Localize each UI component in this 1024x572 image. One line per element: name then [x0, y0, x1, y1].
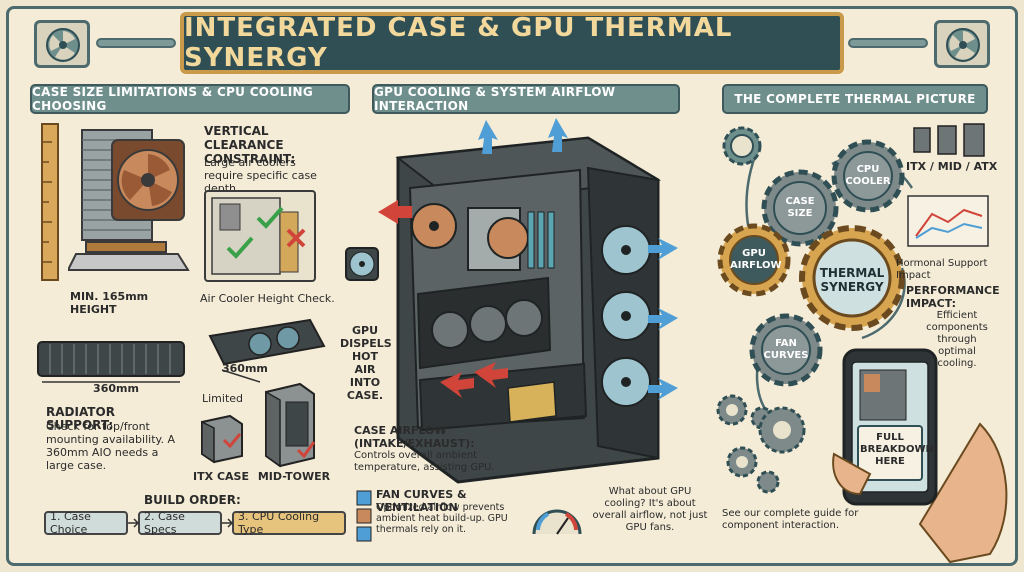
mid-tower-label: MID-TOWER	[257, 470, 331, 483]
panel-header-middle: GPU COOLING & SYSTEM AIRFLOW INTERACTION	[372, 84, 680, 114]
radiator-title: RADIATOR SUPPORT:	[46, 405, 115, 432]
panel-header-right-label: THE COMPLETE THERMAL PICTURE	[734, 92, 976, 106]
radiator-size-label-b: 360mm	[222, 362, 268, 375]
airflow-text: Controls overall ambient temperature, as…	[354, 450, 495, 473]
build-step-1: 1. Case Choice	[44, 510, 128, 536]
gear-thermal-synergy-label: THERMAL SYNERGY	[819, 266, 885, 294]
gear-fan-curves-label: FAN CURVES	[763, 338, 809, 361]
radiator-horizontal	[37, 341, 185, 383]
height-ruler	[41, 123, 59, 281]
build-order-label: BUILD ORDER:	[144, 493, 241, 507]
title-banner: INTEGRATED CASE & GPU THERMAL SYNERGY	[180, 12, 844, 74]
impact-note: Hormonal Support Impact	[896, 258, 988, 281]
guide-text: See our complete guide for component int…	[722, 508, 859, 531]
height-check-illustration	[211, 197, 306, 275]
gauge-icon	[532, 509, 582, 535]
case-sizes-label: ITX / MID / ATX	[906, 160, 998, 173]
gear-gpu-airflow-label: GPU AIRFLOW	[730, 248, 782, 271]
pc-case-illustration	[378, 118, 678, 484]
panel-header-right: THE COMPLETE THERMAL PICTURE	[722, 84, 988, 114]
airflow-title: CASE AIRFLOW (INTAKE/EXHAUST):	[354, 424, 475, 450]
gpu-question: What about GPU cooling? It's about overa…	[592, 486, 708, 533]
build-step-3: 3. CPU Cooling Type	[232, 510, 346, 536]
phone-hand-illustration	[832, 348, 1008, 564]
radiator-text: Check for top/front mounting availabilit…	[46, 420, 175, 472]
gear-cpu-cooler-label: CPU COOLER	[845, 164, 891, 187]
fan-curves-text: Optimized airflow prevents ambient heat …	[376, 502, 508, 535]
panel-header-left: CASE SIZE LIMITATIONS & CPU COOLING CHOO…	[30, 84, 350, 114]
build-step-2: 2. Case Specs	[138, 510, 222, 536]
fan-curves-title: FAN CURVES & VENTILATION	[376, 488, 467, 514]
itx-case-label: ITX CASE	[193, 470, 249, 483]
clearance-title: VERTICAL CLEARANCE CONSTRAINT:	[204, 124, 296, 166]
performance-impact-text: Efficient components through optimal coo…	[926, 310, 988, 369]
limited-label: Limited	[202, 392, 244, 405]
page-title: INTEGRATED CASE & GPU THERMAL SYNERGY	[184, 13, 733, 73]
radiator-angled	[208, 318, 326, 383]
corner-fan-left	[34, 20, 90, 68]
thermal-gears-diagram	[716, 123, 989, 494]
small-gear-icon	[722, 126, 762, 166]
panel-header-left-label: CASE SIZE LIMITATIONS & CPU COOLING CHOO…	[32, 85, 314, 113]
min-height-label: MIN. 165mm HEIGHT	[70, 290, 149, 316]
panel-header-middle-label: GPU COOLING & SYSTEM AIRFLOW INTERACTION	[374, 85, 616, 113]
air-cooler-illustration	[68, 129, 190, 271]
phone-cta[interactable]: FULL BREAKDOWN HERE	[860, 432, 934, 467]
build-order-arrows	[128, 518, 234, 528]
deco-bar-right	[848, 38, 928, 48]
gear-case-size-label: CASE SIZE	[785, 196, 815, 219]
gpu-note: GPU DISPELS HOT AIR INTO CASE.	[340, 324, 392, 402]
fan-icon	[946, 28, 980, 62]
height-check-box	[204, 190, 316, 282]
itx-case-illustration	[201, 414, 243, 464]
height-check-label: Air Cooler Height Check.	[200, 292, 335, 305]
spare-fan-icon	[345, 247, 379, 281]
deco-bar-left	[96, 38, 176, 48]
fan-icon	[46, 28, 80, 62]
fan-curves-icons	[356, 490, 372, 542]
fan-curves-block: FAN CURVES & VENTILATION Optimized airfl…	[356, 488, 536, 542]
corner-fan-right	[934, 20, 990, 68]
mid-tower-illustration	[265, 382, 316, 468]
performance-impact-title: PERFORMANCE IMPACT:	[906, 284, 1000, 310]
radiator-size-label-a: 360mm	[93, 382, 139, 395]
